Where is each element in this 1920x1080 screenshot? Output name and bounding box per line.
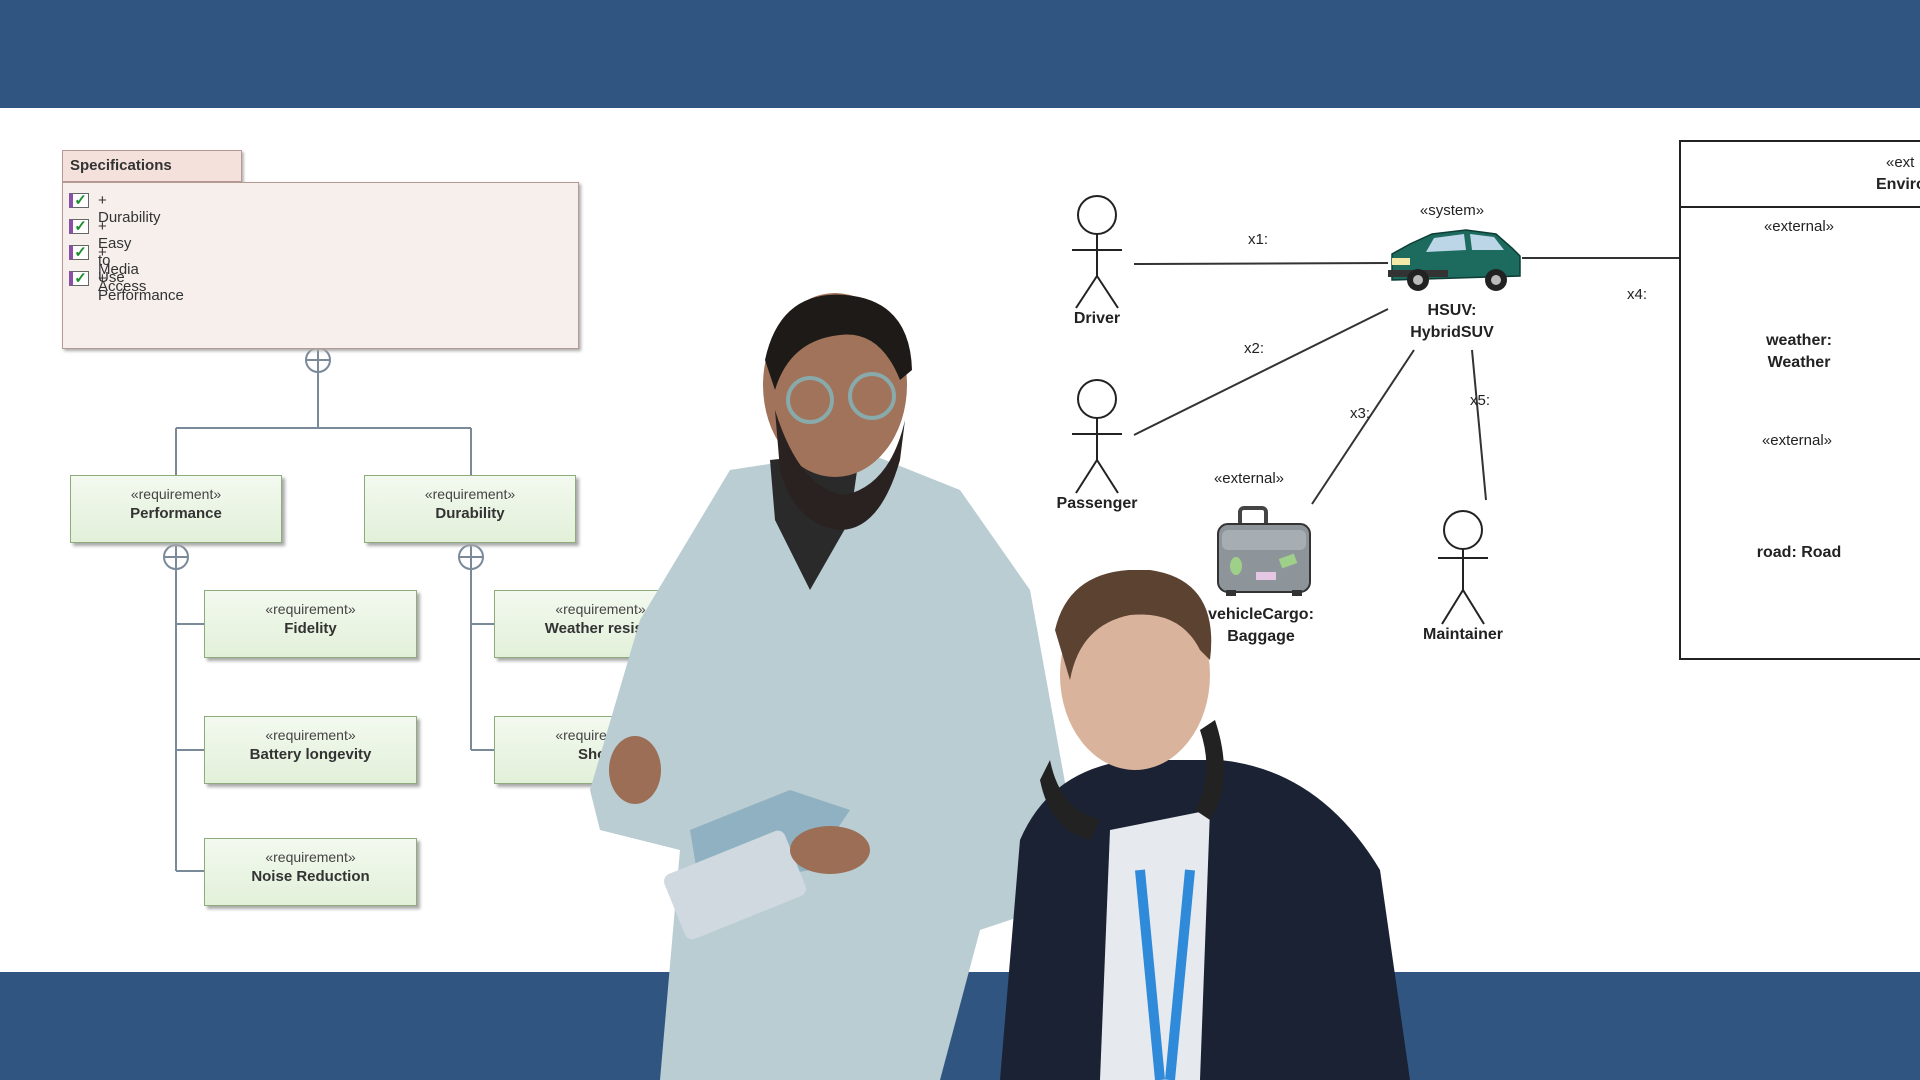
connector-x3-label: x3: xyxy=(1350,405,1371,422)
hybrid-suv-car-icon xyxy=(1388,229,1521,291)
checkbox-icon: ✓ xyxy=(69,245,89,260)
top-banner xyxy=(0,0,1920,108)
checkbox-icon: ✓ xyxy=(69,219,89,234)
system-name-line2: HybridSUV xyxy=(1410,324,1494,341)
road-stereotype: «external» xyxy=(1761,432,1833,449)
seated-man-photo xyxy=(1000,570,1410,1080)
cargo-name-line2: Baggage xyxy=(1227,628,1295,645)
requirement-fidelity: «requirement» Fidelity xyxy=(204,590,417,658)
actor-driver-label: Driver xyxy=(1073,310,1121,327)
standing-man-photo xyxy=(590,293,1070,1080)
requirement-battery-longevity: «requirement» Battery longevity xyxy=(204,716,417,784)
requirement-durability: «requirement» Durability xyxy=(364,475,576,543)
environment-stereotype: «ext xyxy=(1886,154,1915,171)
actor-passenger-icon xyxy=(1072,379,1122,494)
checkbox-icon: ✓ xyxy=(69,193,89,208)
checkbox-icon: ✓ xyxy=(69,271,89,286)
environment-name: Enviro xyxy=(1876,176,1920,193)
actor-maintainer-label: Maintainer xyxy=(1422,626,1504,643)
cargo-stereotype: «external» xyxy=(1213,470,1285,487)
actor-maintainer-icon xyxy=(1438,510,1488,625)
environment-divider xyxy=(1681,206,1920,208)
road-name: road: Road xyxy=(1756,544,1842,561)
system-name-line1: HSUV: xyxy=(1427,302,1477,319)
environment-block: «ext Enviro «external» weather: Weather … xyxy=(1679,140,1920,660)
baggage-icon xyxy=(1217,506,1311,596)
system-stereotype: «system» xyxy=(1419,202,1485,219)
actor-driver-icon xyxy=(1072,195,1122,309)
cargo-name-line1: vehicleCargo: xyxy=(1208,606,1314,623)
connector-x5-label: x5: xyxy=(1470,392,1491,409)
requirement-performance: «requirement» Performance xyxy=(70,475,282,543)
actor-passenger-label: Passenger xyxy=(1056,495,1138,512)
requirement-noise-reduction: «requirement» Noise Reduction xyxy=(204,838,417,906)
connector-x4-label: x4: xyxy=(1627,286,1648,303)
weather-name-line2: Weather xyxy=(1767,354,1831,371)
connector-x2-label: x2: xyxy=(1244,340,1265,357)
connector-x1-label: x1: xyxy=(1248,231,1269,248)
specifications-title: Specifications xyxy=(70,157,172,174)
weather-stereotype: «external» xyxy=(1763,218,1835,235)
specifications-tab: Specifications xyxy=(62,150,242,182)
weather-name-line1: weather: xyxy=(1766,332,1832,349)
specifications-body: ✓ + Durability ✓ + Easy to Use ✓ + Media… xyxy=(62,182,579,349)
